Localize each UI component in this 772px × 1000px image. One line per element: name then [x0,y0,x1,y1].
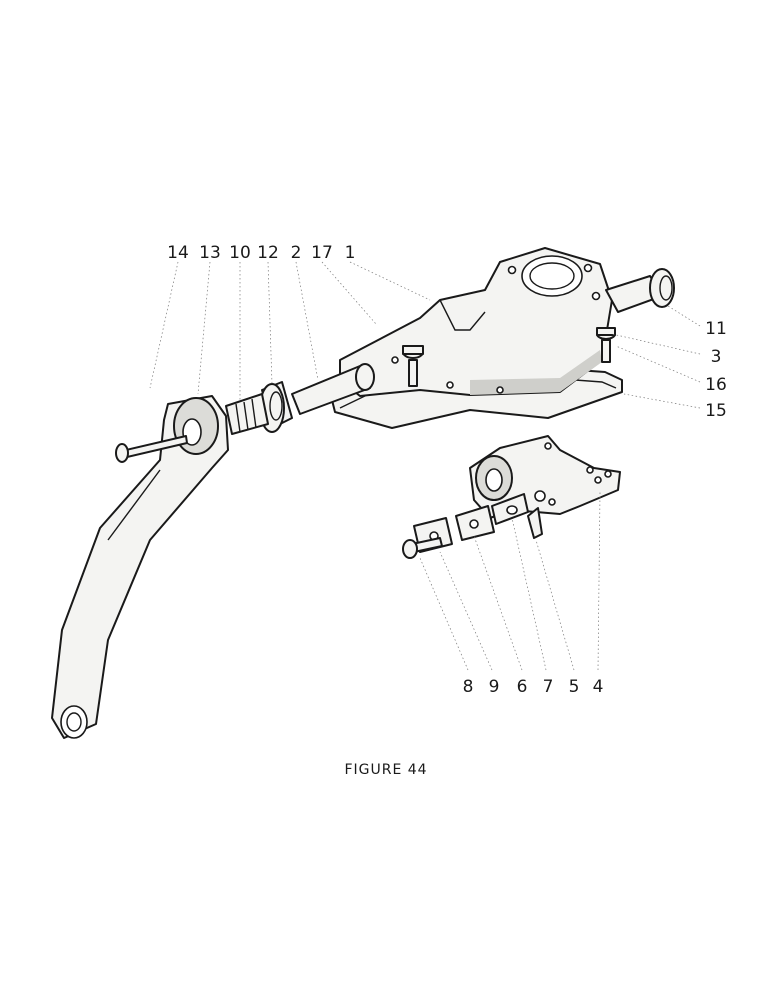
housing-bolt-left [402,345,424,387]
callout-8: 8 [463,677,474,697]
plate-6 [455,505,495,541]
callout-14: 14 [167,243,189,263]
cross-shaft [291,363,375,415]
callouts-bottom: 8 9 6 7 5 4 [463,677,604,697]
figure-caption: FIGURE 44 [344,762,428,778]
callouts-top: 14 13 10 12 2 17 1 [167,243,355,263]
callout-17: 17 [311,243,333,263]
callouts-right: 11 3 16 15 [705,319,727,421]
housing-bolt-right [596,327,616,363]
callout-12: 12 [257,243,279,263]
callout-2: 2 [291,243,302,263]
callout-5: 5 [569,677,580,697]
shaft-bush [259,381,293,433]
plate-7 [491,493,529,525]
bracket-pin [527,507,543,539]
callout-1: 1 [345,243,356,263]
splined-shaft-end [225,393,269,435]
drop-arm [51,395,229,739]
pinch-bolt [115,435,188,463]
callout-4: 4 [593,677,604,697]
setscrew [402,537,443,559]
callout-15: 15 [705,401,727,421]
callout-7: 7 [543,677,554,697]
mounting-bracket [469,435,621,519]
cross-shaft-housing [339,247,613,397]
callout-13: 13 [199,243,221,263]
cross-shaft-right-end [605,268,675,313]
callout-10: 10 [229,243,251,263]
callout-11: 11 [705,319,727,339]
leader-lines [149,261,701,671]
callout-6: 6 [517,677,528,697]
callout-9: 9 [489,677,500,697]
callout-3: 3 [711,347,722,367]
callout-16: 16 [705,375,727,395]
